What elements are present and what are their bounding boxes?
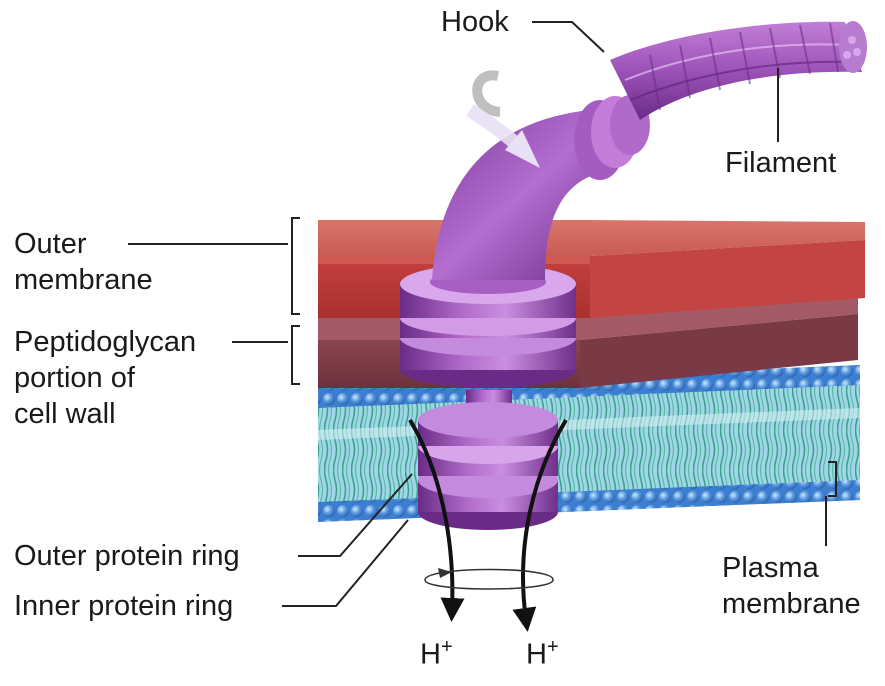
proton-label-left: H+ [420, 636, 453, 672]
proton-charge-left: + [441, 636, 453, 658]
proton-label-right: H+ [526, 636, 559, 672]
outer-membrane-label-line1: Outer [14, 226, 153, 262]
peptidoglycan-label: Peptidoglycan portion of cell wall [14, 324, 196, 432]
peptidoglycan-label-line2: portion of [14, 360, 196, 396]
proton-symbol-right: H [526, 639, 547, 671]
plasma-membrane-label: Plasma membrane [722, 550, 861, 622]
hook-label: Hook [441, 4, 509, 40]
plasma-membrane-label-line1: Plasma [722, 550, 861, 586]
plasma-membrane-label-line2: membrane [722, 586, 861, 622]
outer-protein-ring-label: Outer protein ring [14, 538, 240, 574]
filament [610, 21, 867, 120]
proton-charge-right: + [547, 636, 559, 658]
plasma-membrane [318, 365, 860, 522]
proton-symbol-left: H [420, 639, 441, 671]
filament-label: Filament [725, 145, 836, 181]
outer-membrane-label: Outer membrane [14, 226, 153, 298]
inner-protein-ring-label: Inner protein ring [14, 588, 233, 624]
peptidoglycan-label-line1: Peptidoglycan [14, 324, 196, 360]
peptidoglycan-label-line3: cell wall [14, 396, 196, 432]
outer-membrane-label-line2: membrane [14, 262, 153, 298]
